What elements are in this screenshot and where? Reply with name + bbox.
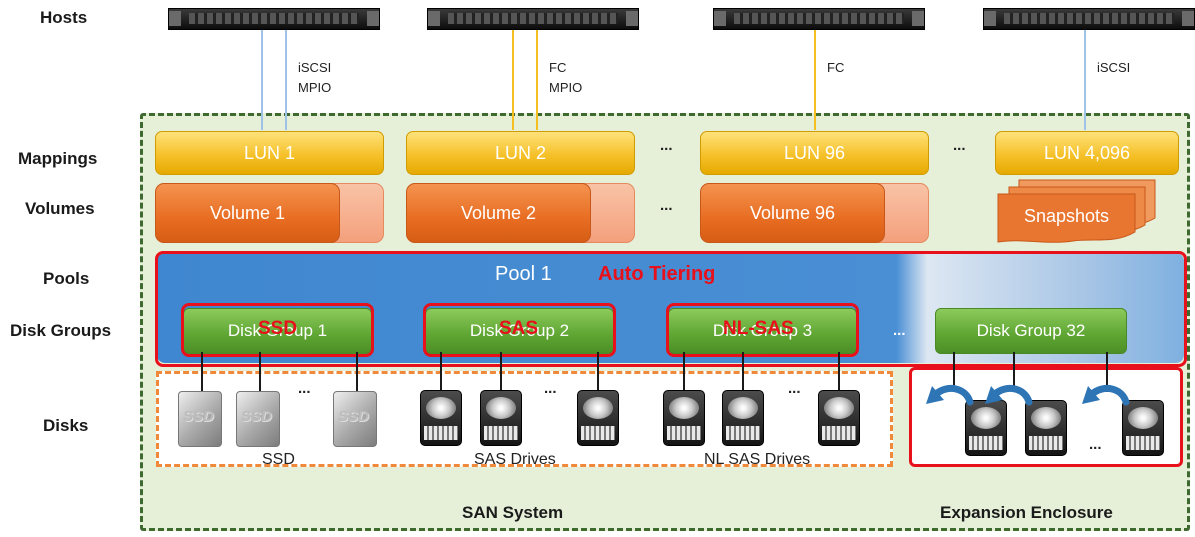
disk-group-1: Disk Group 1 (183, 308, 372, 354)
disk-link (1013, 352, 1015, 392)
sas-drives-label: SAS Drives (474, 451, 556, 468)
volume-96: Volume 96 (700, 183, 885, 243)
lun-2: LUN 2 (406, 131, 635, 175)
curved-arrow-icon (985, 384, 1033, 406)
disk-link (838, 352, 840, 392)
disk-group-3: Disk Group 3 (668, 308, 857, 354)
expansion-ellipsis: ... (1089, 436, 1102, 453)
sas-drive-icon (577, 390, 619, 446)
nl-sas-tier-highlight (666, 303, 859, 357)
disks-label: Disks (43, 416, 89, 435)
iscsi-connection (261, 30, 263, 130)
expansion-drive-icon (1122, 400, 1164, 456)
lun-ellipsis: ... (660, 137, 673, 154)
ssd-drive-icon: SSD (178, 391, 222, 447)
disk-link (356, 352, 358, 392)
disk-link (597, 352, 599, 392)
disk-group-ellipsis: ... (893, 322, 906, 339)
ssd-ellipsis: ... (298, 380, 311, 397)
volumes-label: Volumes (25, 199, 95, 218)
san-system-label: SAN System (462, 503, 564, 522)
disk-link (500, 352, 502, 392)
lun-ellipsis: ... (953, 137, 966, 154)
ssd-drive-icon: SSD (333, 391, 377, 447)
volume-2: Volume 2 (406, 183, 591, 243)
nl-sas-drives-label: NL SAS Drives (704, 451, 811, 468)
ssd-tier-label: SSD (258, 318, 298, 339)
fc-connection (536, 30, 538, 130)
fc-connection (814, 30, 816, 130)
expansion-drive-icon (1025, 400, 1067, 456)
sas-tier-label: SAS (499, 318, 539, 339)
curved-arrow-icon (926, 384, 974, 406)
disk-link (1106, 352, 1108, 392)
sas-tier-highlight (423, 303, 616, 357)
mappings-label: Mappings (18, 149, 98, 168)
nl-sas-drive-icon (722, 390, 764, 446)
snapshots-label: Snapshots (1024, 206, 1110, 226)
disk-link (953, 352, 955, 392)
disk-link (440, 352, 442, 392)
volume-ellipsis: ... (660, 197, 673, 214)
nl-sas-drive-icon (663, 390, 705, 446)
disk-link (683, 352, 685, 392)
disk-group-2: Disk Group 2 (425, 308, 614, 354)
lun-1: LUN 1 (155, 131, 384, 175)
sas-drive-icon (420, 390, 462, 446)
nl-sas-drive-icon (818, 390, 860, 446)
expansion-enclosure-label: Expansion Enclosure (940, 503, 1113, 522)
iscsi-connection (285, 30, 287, 130)
protocol-label: iSCSI (1097, 60, 1131, 75)
fc-connection (512, 30, 514, 130)
ssd-drives-label: SSD (262, 451, 295, 468)
volume-1: Volume 1 (155, 183, 340, 243)
disk-group-32: Disk Group 32 (935, 308, 1127, 354)
disk-groups-label: Disk Groups (10, 321, 112, 340)
sas-ellipsis: ... (544, 380, 557, 397)
disk-link (259, 352, 261, 392)
nl-sas-ellipsis: ... (788, 380, 801, 397)
pools-label: Pools (43, 269, 90, 288)
hosts-label: Hosts (40, 8, 88, 27)
host-server-4 (983, 8, 1195, 30)
host-server-3 (713, 8, 925, 30)
iscsi-connection (1084, 30, 1086, 130)
pool-label: Pool 1 (495, 263, 552, 285)
auto-tiering-highlight (155, 251, 1187, 367)
lun-4096: LUN 4,096 (995, 131, 1179, 175)
expansion-drive-icon (965, 400, 1007, 456)
ssd-drive-icon: SSD (236, 391, 280, 447)
snapshots-stack (997, 179, 1156, 243)
host-server-2 (427, 8, 639, 30)
host-server-1 (168, 8, 380, 30)
disk-link (201, 352, 203, 392)
curved-arrow-icon (1082, 384, 1130, 406)
protocol-label: FC (827, 60, 845, 75)
nl-sas-tier-label: NL-SAS (723, 318, 794, 339)
auto-tiering-label: Auto Tiering (598, 263, 716, 285)
sas-drive-icon (480, 390, 522, 446)
disk-link (742, 352, 744, 392)
lun-96: LUN 96 (700, 131, 929, 175)
ssd-tier-highlight (181, 303, 374, 357)
